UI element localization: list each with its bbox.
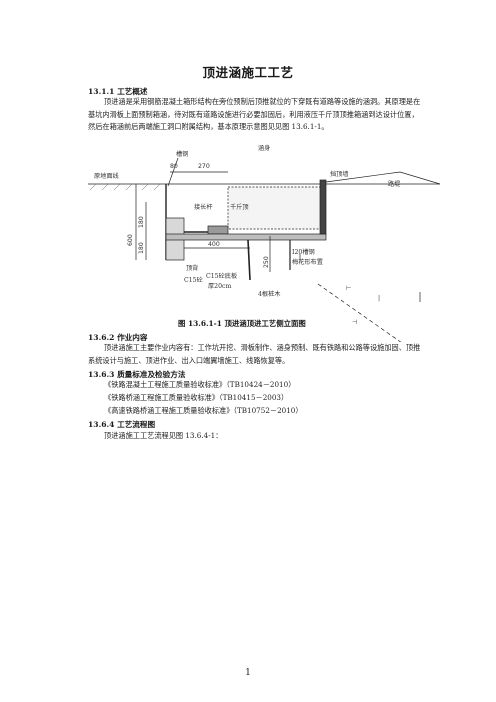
- dim-180b: 180: [138, 242, 145, 254]
- culvert-jacking-diagram: 槽钢 原地面线 涵身 80 270 接长杆 千斤顶 挡顶墙 路堤 600 180…: [88, 144, 441, 342]
- label-thickness: 厚20cm: [208, 283, 232, 290]
- jack-shape: [207, 225, 229, 235]
- base-slab: [165, 233, 327, 241]
- mark-2: |: [378, 295, 380, 302]
- label-backrest: 顶背: [186, 264, 198, 272]
- dim-400: 400: [208, 241, 220, 248]
- section-heading-work-content: 13.6.2 作业内容: [88, 333, 148, 342]
- page-number: 1: [245, 668, 251, 678]
- work-content-paragraph: 顶进涵施工主要作业内容有：工作坑开挖、滑板制作、涵身预制、既有铁路和公路等设施加…: [88, 343, 421, 365]
- mark-1: ⊢: [346, 285, 351, 292]
- section-heading-quality: 13.6.3 质量标准及检验方法: [88, 370, 186, 379]
- flowchart-intro: 顶进涵施工工艺流程见图 13.6.4-1：: [104, 431, 223, 440]
- dim-270: 270: [198, 163, 210, 170]
- embankment-slope: [325, 171, 441, 185]
- dim-600: 600: [127, 234, 134, 246]
- label-c15-slab: C15砼底板: [206, 272, 237, 280]
- mark-4: ⊣: [352, 319, 357, 326]
- quality-standard-3: 《高速铁路桥涵工程施工质量验收标准》（TB10752－2010）: [104, 406, 303, 415]
- label-jack: 千斤顶: [230, 203, 249, 211]
- label-embankment: 路堤: [388, 180, 401, 188]
- label-extension-rod: 接长杆: [194, 203, 213, 211]
- label-ground-line: 原地面线: [94, 172, 119, 180]
- quality-standard-1: 《铁路混凝土工程施工质量验收标准》（TB10424－2010）: [104, 380, 296, 389]
- section-heading-overview: 13.1.1 工艺概述: [88, 87, 148, 96]
- dim-80: 80: [170, 163, 178, 170]
- label-culvert: 涵身: [258, 144, 270, 152]
- page-title: 顶进涵施工工艺: [202, 65, 294, 80]
- label-plum-layout: 梅花形布置: [292, 258, 323, 266]
- parapet-wall: [319, 179, 327, 235]
- culvert-body: [227, 186, 325, 230]
- dim-180a: 180: [138, 216, 145, 228]
- section-heading-flowchart: 13.6.4 工艺流程图: [88, 420, 156, 429]
- label-c15: C15砼: [184, 276, 204, 284]
- figure-caption: 图 13.6.1-1 顶进涵顶进工艺侧立面图: [178, 319, 306, 328]
- overview-paragraph: 顶进涵是采用钢筋混凝土箱形结构在旁位预制后顶推就位的下穿既有道路等设施的涵洞。其…: [88, 97, 421, 132]
- label-piles: 4根桩木: [258, 290, 281, 298]
- label-parapet: 挡顶墙: [330, 170, 349, 178]
- label-i20-steel: I20槽钢: [292, 248, 315, 256]
- label-groove-steel: 槽钢: [176, 150, 188, 158]
- dim-250: 250: [263, 256, 270, 268]
- quality-standard-2: 《铁路桥涵工程施工质量验收标准》（TB10415－2003）: [104, 393, 289, 402]
